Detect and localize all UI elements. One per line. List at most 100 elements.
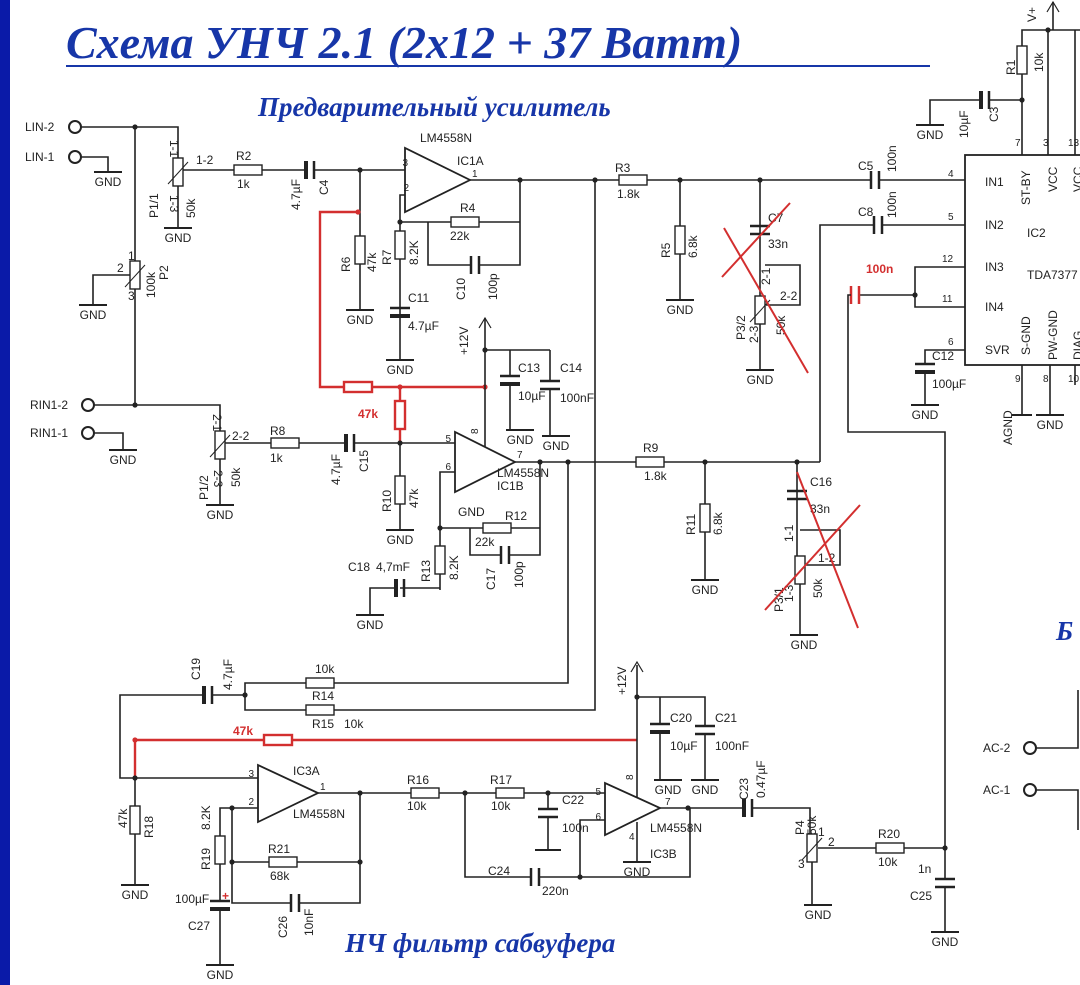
resistor bbox=[394, 230, 406, 260]
label: GND bbox=[347, 313, 374, 327]
label: 47k bbox=[365, 252, 379, 272]
label: 10k bbox=[315, 662, 335, 676]
label: IN1 bbox=[985, 175, 1004, 189]
label: GND bbox=[917, 128, 944, 142]
label: R19 bbox=[199, 848, 213, 870]
label: 1.8k bbox=[644, 469, 668, 483]
resistor bbox=[434, 545, 446, 575]
wire bbox=[231, 808, 291, 904]
label: RIN1-2 bbox=[30, 398, 68, 412]
input-terminal bbox=[1023, 741, 1037, 755]
junction-dot bbox=[229, 859, 235, 865]
label: IN4 bbox=[985, 300, 1004, 314]
label: R15 bbox=[312, 717, 334, 731]
label: V+ bbox=[1025, 7, 1039, 22]
wire bbox=[479, 180, 521, 266]
cross-out-mark bbox=[764, 504, 861, 611]
junction-dot bbox=[942, 845, 948, 851]
label: C25 bbox=[910, 889, 932, 903]
label: IN3 bbox=[985, 260, 1004, 274]
label: R4 bbox=[460, 201, 476, 215]
wire bbox=[94, 404, 221, 431]
wire bbox=[1036, 690, 1079, 749]
section-cut-title: Б bbox=[1055, 616, 1073, 646]
label: 10k bbox=[491, 799, 511, 813]
label: +12V bbox=[615, 667, 629, 695]
label: LM4558N bbox=[293, 807, 345, 821]
label: 10 bbox=[1068, 374, 1080, 385]
label: R9 bbox=[643, 441, 659, 455]
label: 50k bbox=[229, 467, 243, 487]
label: 1.8k bbox=[617, 187, 641, 201]
label: 100nF bbox=[715, 739, 749, 753]
label: 22k bbox=[450, 229, 470, 243]
label: LIN-2 bbox=[25, 120, 55, 134]
label: 1-1 bbox=[782, 524, 796, 542]
label: 4.7µF bbox=[408, 319, 439, 333]
resistor bbox=[233, 164, 263, 176]
label: GND bbox=[1037, 418, 1064, 432]
label: GND bbox=[747, 373, 774, 387]
label: 100nF bbox=[560, 391, 594, 405]
added-resistor bbox=[342, 380, 374, 394]
wire bbox=[914, 266, 965, 308]
label: GND bbox=[207, 968, 234, 982]
label: 1-2 bbox=[196, 153, 214, 167]
resistor bbox=[495, 787, 525, 799]
added-resistor bbox=[393, 399, 407, 431]
label: 5 bbox=[948, 212, 954, 223]
wire bbox=[539, 808, 691, 878]
resistor bbox=[268, 856, 298, 868]
label: 1 bbox=[472, 169, 478, 180]
junction-dot bbox=[132, 402, 138, 408]
resistor bbox=[410, 787, 440, 799]
input-terminal bbox=[81, 426, 95, 440]
label: R21 bbox=[268, 842, 290, 856]
label: 1-3 bbox=[167, 195, 181, 213]
label: LM4558N bbox=[650, 821, 702, 835]
label: 50k bbox=[805, 815, 819, 835]
resistor bbox=[305, 704, 335, 716]
label: 2 bbox=[248, 797, 254, 808]
label: GND bbox=[624, 865, 651, 879]
label: 10k bbox=[878, 855, 898, 869]
label: IC3B bbox=[650, 847, 677, 861]
wire bbox=[469, 528, 501, 556]
label: R2 bbox=[236, 149, 252, 163]
label: 8 bbox=[625, 774, 636, 780]
label: GND bbox=[667, 303, 694, 317]
label: 1 bbox=[818, 825, 825, 839]
modification-wire bbox=[133, 738, 264, 778]
wire bbox=[924, 349, 965, 364]
label: 7 bbox=[517, 450, 523, 461]
label: 47k bbox=[116, 808, 130, 828]
label: 47k bbox=[233, 724, 253, 738]
resistor bbox=[354, 235, 366, 265]
label: GND bbox=[165, 231, 192, 245]
wire bbox=[1036, 789, 1079, 830]
wire bbox=[752, 807, 811, 834]
label: R8 bbox=[270, 424, 286, 438]
label: 3 bbox=[402, 158, 408, 169]
label: 2-2 bbox=[780, 289, 798, 303]
wire bbox=[819, 224, 874, 462]
label: C21 bbox=[715, 711, 737, 725]
label: 1k bbox=[270, 451, 284, 465]
label: C14 bbox=[560, 361, 582, 375]
label: 5 bbox=[595, 787, 601, 798]
label: 4.7µF bbox=[221, 659, 235, 690]
opamp-symbol bbox=[454, 430, 518, 494]
label: C27 bbox=[188, 919, 210, 933]
label: 5 bbox=[445, 434, 451, 445]
label: P2 bbox=[157, 265, 171, 280]
wire bbox=[219, 807, 258, 901]
wire bbox=[399, 194, 405, 360]
label: 100n bbox=[866, 262, 893, 276]
schematic-title: Схема УНЧ 2.1 (2x12 + 37 Ватт) bbox=[66, 17, 742, 68]
resistor bbox=[129, 260, 141, 290]
label: ST-BY bbox=[1019, 170, 1033, 205]
label: R3 bbox=[615, 161, 631, 175]
modification-wire bbox=[318, 210, 358, 389]
wire bbox=[464, 793, 531, 878]
added-resistor bbox=[262, 733, 294, 747]
